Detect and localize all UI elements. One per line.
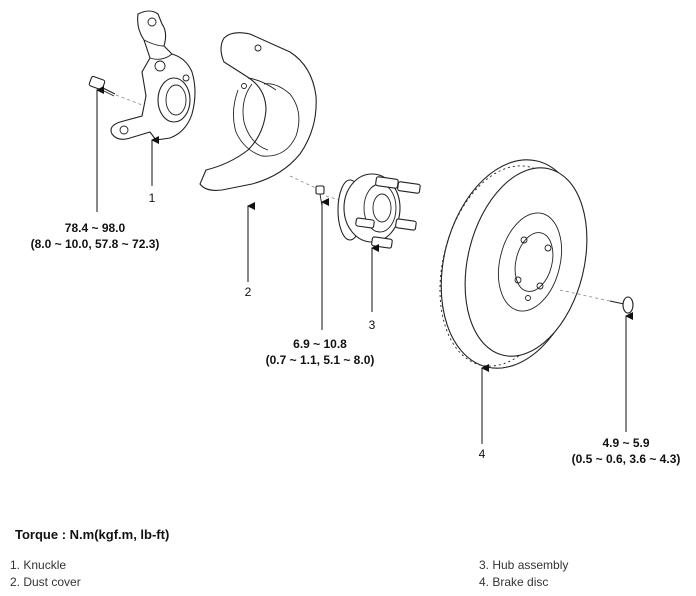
hub-assembly [337,173,421,249]
knuckle-bolt [88,75,116,97]
legend-item-hub-assembly: 3. Hub assembly [479,558,569,572]
torque-brake-disc-alt: (0.5 ~ 0.6, 3.6 ~ 4.3) [572,452,681,466]
callout-number-4: 4 [479,447,486,461]
legend-item-brake-disc: 4. Brake disc [479,575,549,589]
legend-item-dust-cover: 2. Dust cover [10,575,81,589]
callout-number-3: 3 [369,318,376,332]
brake-disc [439,159,588,369]
hub-axis [325,195,341,201]
torque-brake-disc-nm: 4.9 ~ 5.9 [602,436,649,450]
hub-bolt [315,185,325,207]
torque-knuckle-nm: 78.4 ~ 98.0 [65,221,126,235]
legend-title: Torque : N.m(kgf.m, lb-ft) [15,527,170,542]
exploded-view-diagram: 1 2 3 4 78.4 ~ 98.0 (8.0 ~ 10.0, 57.8 ~ … [31,10,681,466]
legend-item-knuckle: 1. Knuckle [10,558,67,572]
callout-number-1: 1 [149,191,156,205]
callout-number-2: 2 [245,285,252,299]
dust-cover [199,32,317,191]
torque-hub-nm: 6.9 ~ 10.8 [293,337,347,351]
torque-hub-alt: (0.7 ~ 1.1, 5.1 ~ 8.0) [266,353,375,367]
brake-disc-screw [609,296,634,314]
torque-knuckle-alt: (8.0 ~ 10.0, 57.8 ~ 72.3) [31,237,160,251]
knuckle [110,10,196,141]
legend-column-right: 3. Hub assembly 4. Brake disc [479,557,568,591]
legend-column-left: 1. Knuckle 2. Dust cover [10,557,81,591]
